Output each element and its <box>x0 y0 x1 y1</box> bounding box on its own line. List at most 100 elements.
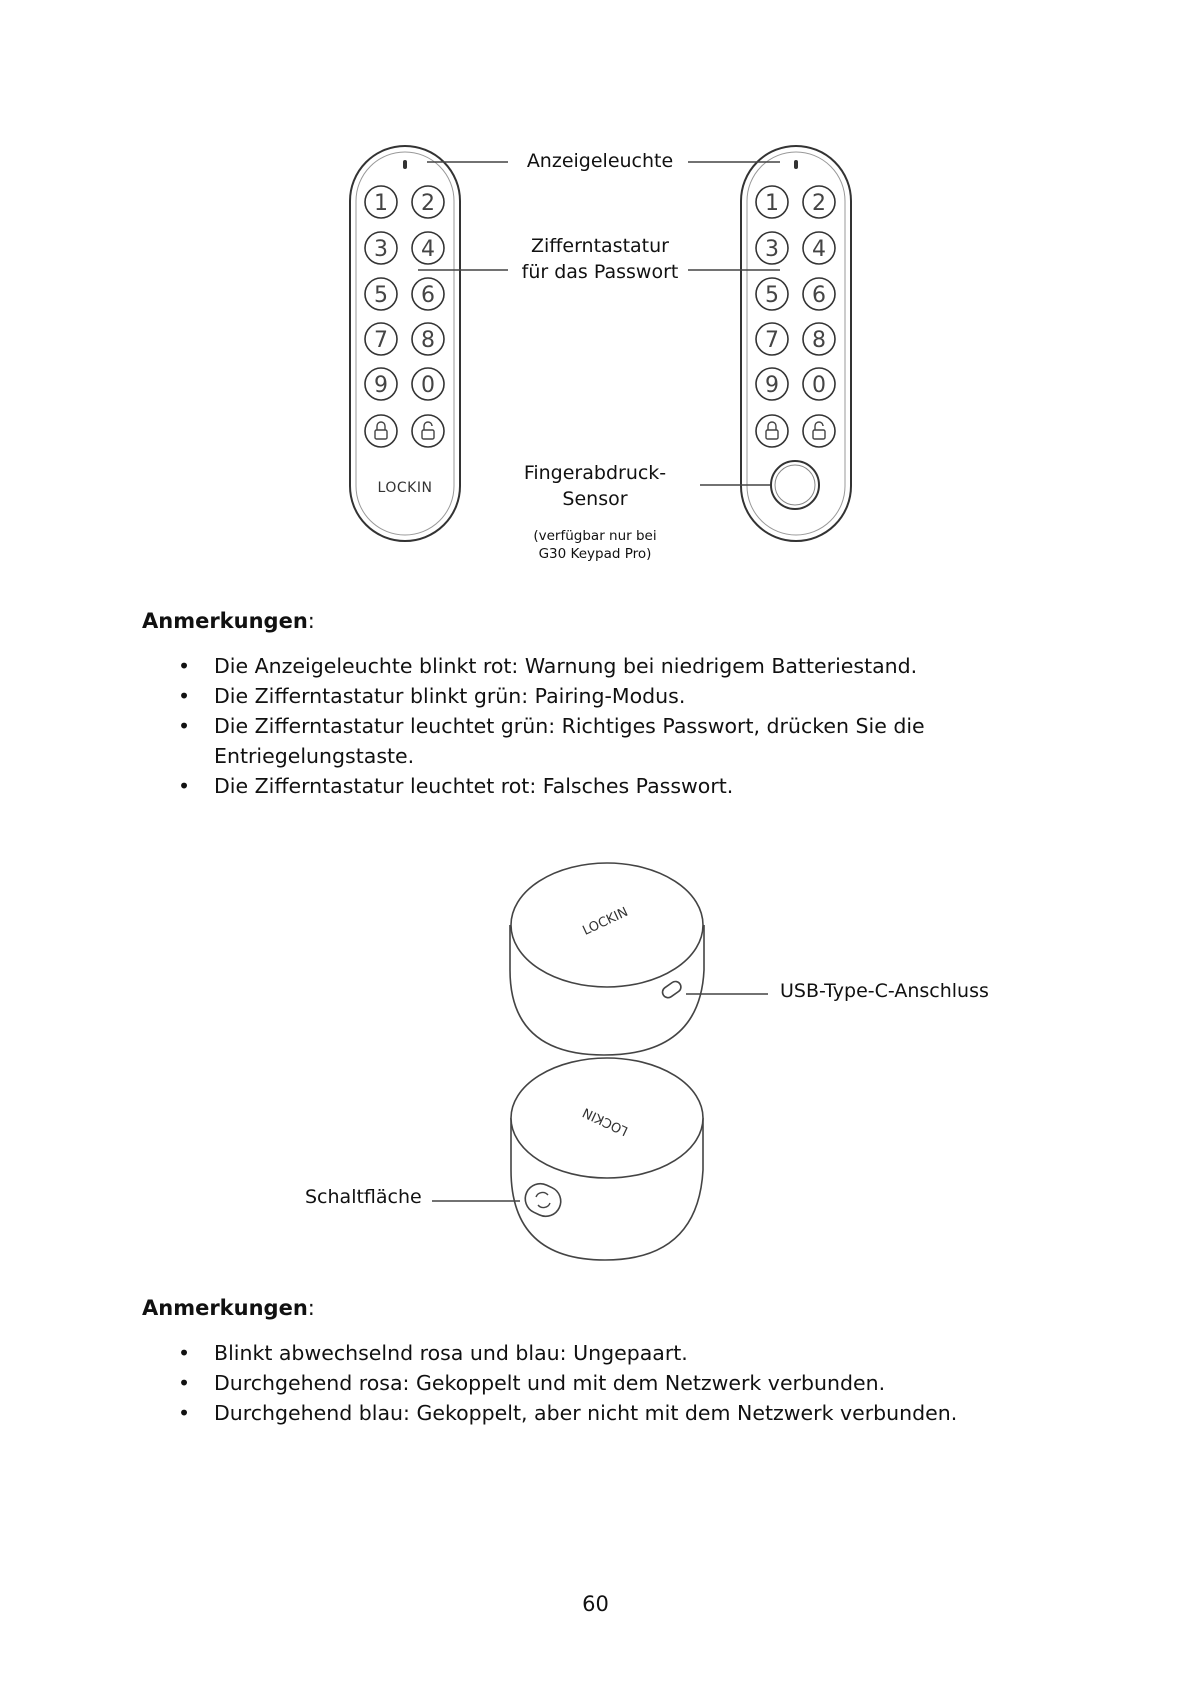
key-4 <box>411 231 445 265</box>
list-item-text: Die Zifferntastatur blinkt grün: Pairing… <box>214 684 686 708</box>
key-label-3: 3 <box>765 237 779 262</box>
key-label-1: 1 <box>374 191 388 216</box>
bullet-icon: • <box>178 774 191 798</box>
hub-top: LOCKIN <box>509 862 705 1056</box>
page-number: 60 <box>582 1592 609 1616</box>
label-indicator-light: Anzeigeleuchte <box>526 150 674 172</box>
key-label-1: 1 <box>765 191 779 216</box>
lock-icon <box>374 429 388 440</box>
list-item: • Die Zifferntastatur leuchtet grün: Rich… <box>142 711 974 771</box>
list-item-text: Blinkt abwechselnd rosa und blau: Ungepa… <box>214 1341 688 1365</box>
key-label-3: 3 <box>374 237 388 262</box>
key-8 <box>802 322 836 356</box>
label-keypad-line1: Zifferntastatur <box>531 235 669 257</box>
label-keypad: Zifferntastatur für das Passwort <box>510 233 690 285</box>
list-item: • Durchgehend blau: Gekoppelt, aber nicht… <box>142 1398 974 1428</box>
label-keypad-line2: für das Passwort <box>521 261 679 283</box>
key-3 <box>364 231 398 265</box>
fingerprint-sensor-icon <box>770 460 820 510</box>
indicator-light-icon <box>794 160 798 169</box>
list-item-text: Die Zifferntastatur leuchtet rot: Falsch… <box>214 774 734 798</box>
unlock-icon <box>421 429 435 440</box>
key-2 <box>411 185 445 219</box>
bullet-icon: • <box>178 654 191 678</box>
bullet-icon: • <box>178 1401 191 1425</box>
key-5 <box>364 277 398 311</box>
leader-lines <box>418 161 780 486</box>
key-label-0: 0 <box>812 373 826 398</box>
usb-c-port-icon <box>661 980 682 999</box>
list-item: • Blinkt abwechselnd rosa und blau: Ungep… <box>142 1338 974 1368</box>
key-label-4: 4 <box>812 237 826 262</box>
section1-heading-text: Anmerkungen <box>142 609 308 633</box>
label-fingerprint: Fingerabdruck- Sensor <box>510 460 680 512</box>
unlock-shackle <box>814 421 824 430</box>
key-2 <box>802 185 836 219</box>
key-label-9: 9 <box>374 373 388 398</box>
key-3 <box>755 231 789 265</box>
key-label-8: 8 <box>812 328 826 353</box>
hub-diagram: LOCKIN LOCKIN <box>432 862 768 1261</box>
section1-heading: Anmerkungen: <box>142 609 315 633</box>
key-label-5: 5 <box>374 283 388 308</box>
unlock-shackle <box>423 421 433 430</box>
indicator-light-icon <box>403 160 407 169</box>
lock-shackle <box>767 421 777 430</box>
key-7 <box>364 322 398 356</box>
key-6 <box>411 277 445 311</box>
section2-notes-list: • Blinkt abwechselnd rosa und blau: Ungep… <box>142 1338 974 1428</box>
key-label-2: 2 <box>421 191 435 216</box>
section2-heading: Anmerkungen: <box>142 1296 315 1320</box>
label-fingerprint-line1: Fingerabdruck- <box>523 462 667 484</box>
key-label-5: 5 <box>765 283 779 308</box>
bullet-icon: • <box>178 714 191 738</box>
list-item-text: Durchgehend blau: Gekoppelt, aber nicht … <box>214 1401 958 1425</box>
key-8 <box>411 322 445 356</box>
label-usb-c-port: USB-Type-C-Anschluss <box>780 980 989 1002</box>
lock-key <box>755 414 789 448</box>
label-note-line1: (verfügbar nur bei <box>533 528 657 544</box>
label-availability-note: (verfügbar nur bei G30 Keypad Pro) <box>510 527 680 563</box>
key-label-4: 4 <box>421 237 435 262</box>
lock-key <box>364 414 398 448</box>
key-9 <box>364 367 398 401</box>
key-0 <box>411 367 445 401</box>
key-label-7: 7 <box>765 328 779 353</box>
key-7 <box>755 322 789 356</box>
list-item-text: Die Anzeigeleuchte blinkt rot: Warnung b… <box>214 654 918 678</box>
unlock-key <box>411 414 445 448</box>
key-6 <box>802 277 836 311</box>
brand-logo-left: LOCKIN <box>378 480 433 496</box>
key-label-8: 8 <box>421 328 435 353</box>
key-label-7: 7 <box>374 328 388 353</box>
bullet-icon: • <box>178 1341 191 1365</box>
unlock-icon <box>812 429 826 440</box>
key-1 <box>755 185 789 219</box>
bullet-icon: • <box>178 684 191 708</box>
label-button: Schaltfläche <box>305 1186 422 1208</box>
section2-heading-colon: : <box>307 1296 315 1320</box>
unlock-key <box>802 414 836 448</box>
key-9 <box>755 367 789 401</box>
list-item-text: Die Zifferntastatur leuchtet grün: Richt… <box>214 714 925 768</box>
key-1 <box>364 185 398 219</box>
list-item: •Durchgehend rosa: Gekoppelt und mit dem… <box>142 1368 974 1398</box>
key-label-6: 6 <box>421 283 435 308</box>
key-label-9: 9 <box>765 373 779 398</box>
key-label-6: 6 <box>812 283 826 308</box>
label-note-line2: G30 Keypad Pro) <box>538 546 652 562</box>
key-0 <box>802 367 836 401</box>
key-4 <box>802 231 836 265</box>
hub-bottom: LOCKIN <box>510 1057 704 1261</box>
list-item: • Die Zifferntastatur blinkt grün: Pairin… <box>142 681 974 711</box>
section1-notes-list: • Die Anzeigeleuchte blinkt rot: Warnung … <box>142 651 974 801</box>
list-item: • Die Anzeigeleuchte blinkt rot: Warnung … <box>142 651 974 681</box>
label-fingerprint-line2: Sensor <box>562 488 628 510</box>
sync-button-icon <box>524 1182 562 1218</box>
section1-heading-colon: : <box>307 609 315 633</box>
bullet-icon: • <box>178 1371 191 1395</box>
